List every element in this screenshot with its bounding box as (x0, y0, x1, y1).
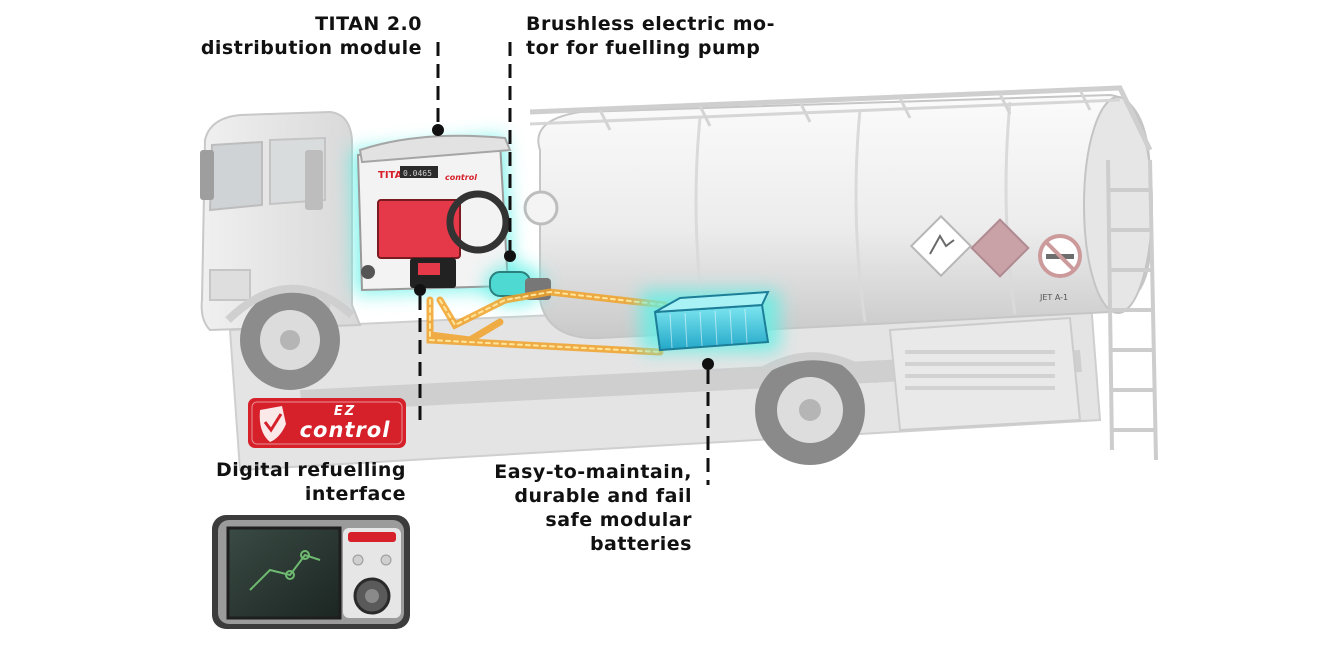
leader-motor (504, 42, 516, 262)
callout-digital-interface: Digital refuelling interface (215, 459, 406, 505)
tank-top-rail (529, 85, 1153, 152)
module-roof (358, 134, 512, 164)
callout-brushless-motor: Brushless electric mo- tor for fuelling … (526, 13, 775, 59)
product-label: JET A-1 (1039, 293, 1068, 302)
mirror (200, 150, 214, 200)
hazard-placard-flammable (970, 218, 1030, 278)
digital-interface-device (212, 515, 410, 629)
cab-grille (209, 269, 251, 301)
front-wheel (240, 290, 340, 390)
leader-titan (432, 42, 444, 136)
ez-control-badge-text: EZ control (299, 404, 391, 442)
svg-text:0.0465: 0.0465 (403, 169, 432, 178)
rear-ladder (1106, 159, 1158, 461)
ez-control-logo (248, 398, 406, 448)
truck: JET A-1 (200, 85, 1158, 472)
leader-batteries (702, 358, 714, 485)
tank-gauge (523, 190, 559, 226)
hazard-placard-environment (909, 214, 973, 278)
titan-distribution-module: TITAN 0.0465 control (350, 134, 515, 295)
callout-modular-batteries: Easy-to-maintain, durable and fail safe … (494, 461, 692, 555)
battery-pack (640, 290, 780, 352)
rear-wheel (755, 355, 865, 465)
module-logo: control (445, 173, 477, 182)
module-brand: TITAN (378, 170, 411, 181)
no-smoking-sign (1038, 234, 1082, 278)
cab-windshield (208, 140, 263, 212)
module-display (400, 166, 438, 178)
callout-titan-module: TITAN 2.0 distribution module (200, 13, 422, 59)
leader-interface (414, 284, 426, 420)
hose-reel (446, 190, 510, 254)
power-flow-lines (426, 288, 669, 356)
